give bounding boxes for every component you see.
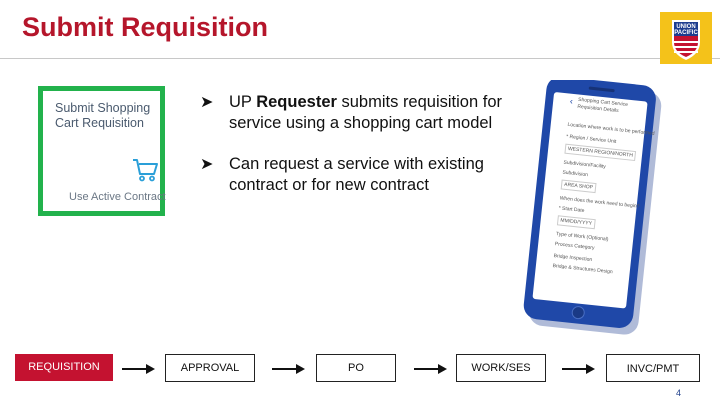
flow-arrow-icon [562,364,595,374]
tile-title: Submit Shopping Cart Requisition [55,101,151,130]
screen-date-field[interactable]: MM/DD/YYYY [556,215,596,230]
bullet-item: ➤ Can request a service with existing co… [200,154,520,196]
flow-step-invc-pmt: INVC/PMT [606,354,700,382]
logo-text-union: UNION [676,24,696,30]
screen-line: * Start Date [558,205,585,215]
flow-step-work-ses: WORK/SES [456,354,546,382]
arrow-bullet-icon: ➤ [200,94,214,111]
flow-arrow-icon [272,364,305,374]
bullet-bold: Requester [256,93,337,111]
screen-line: Subdivision [562,169,589,179]
phone-illustration [523,80,662,335]
screen-line: Process Category [554,241,595,252]
flow-arrow-icon [122,364,155,374]
screen-line: Type of Work (Optional) [555,231,609,243]
screen-line: Subdivision/Facility [563,159,607,170]
page-number: 4 [676,388,682,398]
screen-line: Bridge Inspection [553,253,593,264]
shield-icon [672,20,700,60]
phone-screen: ‹ Shopping Cart Service Requisition Deta… [542,91,667,305]
slide-title: Submit Requisition [22,12,268,42]
union-pacific-logo: UNION PACIFIC [660,12,712,64]
screen-line: * Region / Service Unit [565,133,617,145]
back-chevron-icon: ‹ [569,95,574,107]
screen-field[interactable]: WESTERN REGION/NORTH [564,143,637,162]
logo-text-pacific: PACIFIC [674,30,698,36]
bullet-item: ➤ UP Requester submits requisition for s… [200,92,520,134]
flow-step-approval: APPROVAL [165,354,255,382]
arrow-bullet-icon: ➤ [200,156,214,173]
flow-step-requisition: REQUISITION [15,354,113,381]
bullet-list: ➤ UP Requester submits requisition for s… [200,92,520,216]
shopping-cart-icon [133,159,158,182]
submit-shopping-cart-tile[interactable]: Submit Shopping Cart Requisition Use Act… [38,86,166,216]
title-divider [0,58,720,59]
bullet-text: Can request a service with existing cont… [229,155,484,194]
bullet-text: submits requisition for service using a … [229,93,502,132]
screen-field[interactable]: AREA SHOP [560,179,597,194]
bullet-prefix: UP [229,93,257,111]
screen-line: Bridge & Structures Design [552,263,613,276]
flow-step-po: PO [316,354,396,382]
flow-arrow-icon [414,364,447,374]
tile-subtitle: Use Active Contract [69,191,166,203]
